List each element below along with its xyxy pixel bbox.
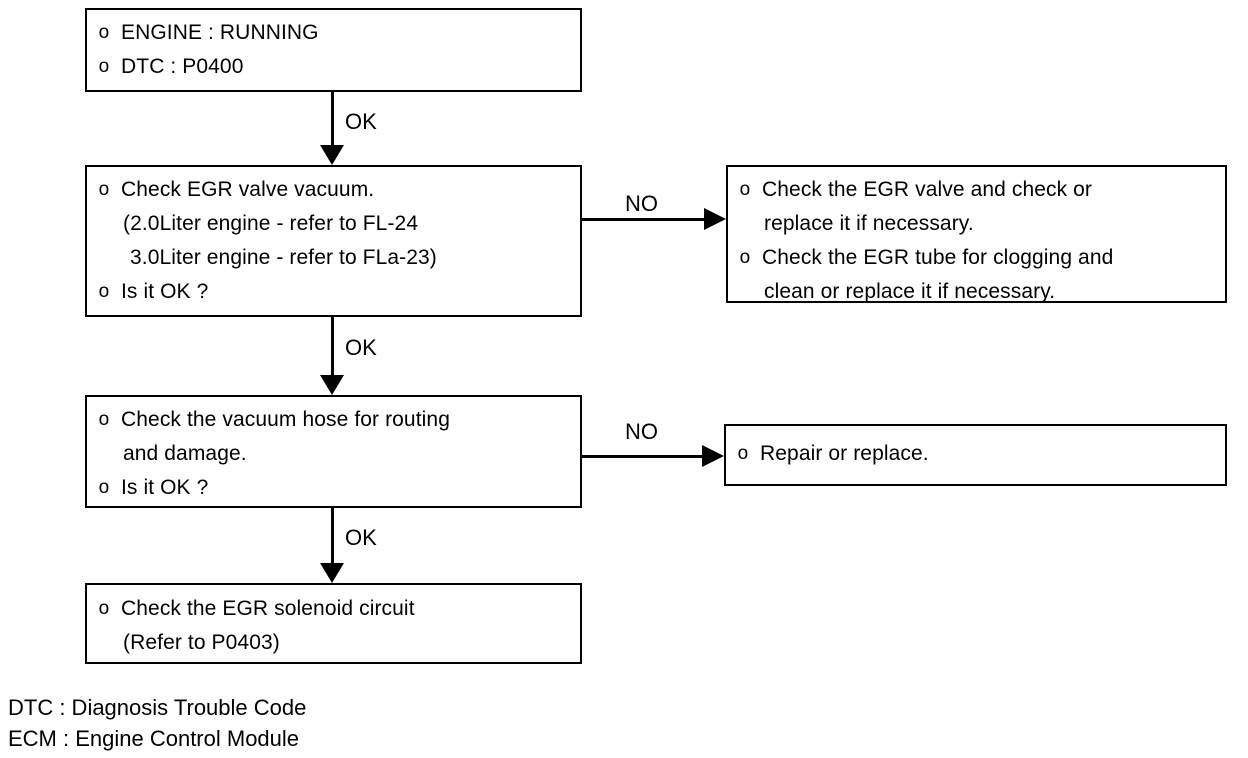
node-start: o ENGINE : RUNNING o DTC : P0400 xyxy=(85,8,582,92)
node-line: o Check the EGR valve and check or xyxy=(728,173,1225,207)
node-check-vacuum-hose: o Check the vacuum hose for routing and … xyxy=(85,395,582,508)
connector-line xyxy=(582,455,706,458)
node-line-text: and damage. xyxy=(123,442,247,465)
node-line-text: clean or replace it if necessary. xyxy=(764,280,1056,303)
node-line-text: Check the vacuum hose for routing xyxy=(121,408,450,431)
node-line-text: Check EGR valve vacuum. xyxy=(121,178,375,201)
node-line-text: ENGINE : RUNNING xyxy=(121,21,319,44)
arrow-down-icon xyxy=(320,563,344,583)
node-line-text: (2.0Liter engine - refer to FL-24 xyxy=(123,212,419,235)
connector-line xyxy=(331,92,334,147)
node-egr-valve-remedy: o Check the EGR valve and check or repla… xyxy=(726,165,1227,303)
node-line: o ENGINE : RUNNING xyxy=(87,16,580,50)
connector-line xyxy=(331,317,334,377)
node-repair-or-replace: o Repair or replace. xyxy=(724,424,1227,486)
arrow-down-icon xyxy=(320,375,344,395)
arrow-right-icon xyxy=(702,445,724,467)
node-line-text: Check the EGR valve and check or xyxy=(762,178,1093,201)
bullet-icon: o xyxy=(98,281,110,302)
bullet-icon: o xyxy=(739,179,751,200)
node-check-egr-solenoid-circuit: o Check the EGR solenoid circuit (Refer … xyxy=(85,583,582,664)
bullet-icon: o xyxy=(98,409,110,430)
node-line: o Is it OK ? xyxy=(87,275,580,309)
node-line: 3.0Liter engine - refer to FLa-23) xyxy=(87,241,580,275)
node-line-text: 3.0Liter engine - refer to FLa-23) xyxy=(130,246,437,269)
edge-label-ok: OK xyxy=(345,525,377,550)
edge-label-no: NO xyxy=(625,191,658,216)
node-line: o Check the vacuum hose for routing xyxy=(87,403,580,437)
node-line: and damage. xyxy=(87,437,580,471)
node-line: o DTC : P0400 xyxy=(87,50,580,84)
node-line: o Is it OK ? xyxy=(87,471,580,505)
bullet-icon: o xyxy=(98,22,110,43)
node-line-text: DTC : P0400 xyxy=(121,55,244,78)
edge-label-no: NO xyxy=(625,419,658,444)
edge-label-ok: OK xyxy=(345,109,377,134)
node-line: o Repair or replace. xyxy=(726,437,1225,471)
connector-line xyxy=(331,508,334,565)
bullet-icon: o xyxy=(737,443,749,464)
arrow-right-icon xyxy=(704,208,726,230)
node-line-text: Check the EGR solenoid circuit xyxy=(121,597,415,620)
node-line: (Refer to P0403) xyxy=(87,626,580,660)
node-line: o Check EGR valve vacuum. xyxy=(87,173,580,207)
legend-ecm: ECM : Engine Control Module xyxy=(8,726,300,751)
bullet-icon: o xyxy=(739,247,751,268)
bullet-icon: o xyxy=(98,598,110,619)
bullet-icon: o xyxy=(98,56,110,77)
edge-label-ok: OK xyxy=(345,335,377,360)
node-line-text: Is it OK ? xyxy=(121,476,209,499)
node-line: replace it if necessary. xyxy=(728,207,1225,241)
node-line: o Check the EGR tube for clogging and xyxy=(728,241,1225,275)
node-check-egr-valve-vacuum: o Check EGR valve vacuum. (2.0Liter engi… xyxy=(85,165,582,317)
legend-dtc: DTC : Diagnosis Trouble Code xyxy=(8,695,307,720)
node-line-text: Is it OK ? xyxy=(121,280,209,303)
node-line-text: replace it if necessary. xyxy=(764,212,974,235)
node-line-text: Repair or replace. xyxy=(760,442,929,465)
node-line: o Check the EGR solenoid circuit xyxy=(87,592,580,626)
bullet-icon: o xyxy=(98,179,110,200)
connector-line xyxy=(582,218,708,221)
node-line-text: (Refer to P0403) xyxy=(123,631,280,654)
node-line: (2.0Liter engine - refer to FL-24 xyxy=(87,207,580,241)
node-line: clean or replace it if necessary. xyxy=(728,275,1225,309)
arrow-down-icon xyxy=(320,145,344,165)
bullet-icon: o xyxy=(98,477,110,498)
node-line-text: Check the EGR tube for clogging and xyxy=(762,246,1114,269)
